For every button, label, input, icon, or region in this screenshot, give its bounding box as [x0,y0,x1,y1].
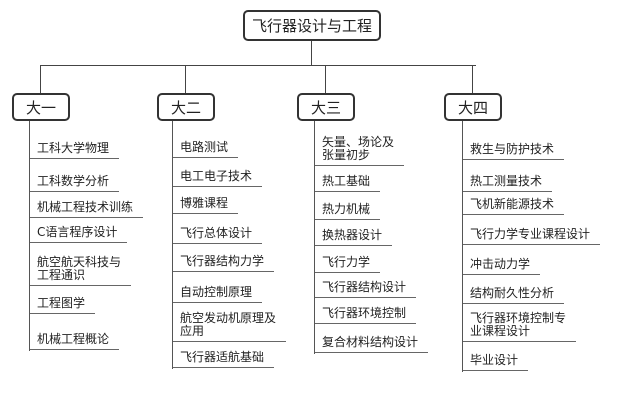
course-item: 飞机新能源技术 [463,192,565,215]
course-item: 机械工程概论 [30,314,120,350]
year-connector [472,65,473,93]
course-item: 矢量、场论及 张量初步 [315,122,405,166]
year-node-1: 大一 [12,93,70,121]
course-item: 结构耐久性分析 [463,275,565,304]
year-connector [40,65,41,93]
course-item: 电路测试 [173,130,239,158]
course-item: 冲击动力学 [463,245,541,275]
course-item: 航空航天科技与 工程通识 [30,243,132,286]
course-item: 工科大学物理 [30,130,120,159]
year-node-3: 大三 [297,93,355,121]
course-item: 飞行器环境控制 [315,298,417,324]
course-item: 工科数学分析 [30,159,120,192]
course-item: 救生与防护技术 [463,130,565,160]
course-item: 博雅课程 [173,187,239,214]
course-item: 航空发动机原理及 应用 [173,303,287,342]
year-node-2: 大二 [157,93,215,121]
course-item: 热工测量技术 [463,160,553,192]
vertical-connector [29,121,30,351]
course-item: 飞行器环境控制专 业课程设计 [463,304,577,342]
year-node-4: 大四 [444,93,502,121]
course-item: 飞行力学 [315,246,381,273]
course-list-year-3: 矢量、场论及 张量初步热工基础热力机械换热器设计飞行力学飞行器结构设计飞行器环境… [314,121,464,381]
vertical-connector [314,121,315,354]
year-connector [185,65,186,93]
root-node-title: 飞行器设计与工程 [243,10,381,41]
course-item: 换热器设计 [315,220,393,246]
course-item: 飞行器适航基础 [173,342,275,368]
course-item: 热工基础 [315,166,381,192]
course-item: 工程图学 [30,286,96,314]
course-item: 自动控制原理 [173,272,263,303]
course-item: 毕业设计 [463,342,529,371]
course-item: 热力机械 [315,192,381,220]
course-item: C语言程序设计 [30,218,128,243]
course-item: 机械工程技术训练 [30,192,144,218]
course-item: 飞行器结构力学 [173,244,275,272]
course-item: 飞行器结构设计 [315,273,417,298]
course-list-year-2: 电路测试电工电子技术博雅课程飞行总体设计飞行器结构力学自动控制原理航空发动机原理… [172,121,322,381]
vertical-connector [462,121,463,372]
year-connector [325,65,326,93]
course-item: 飞行总体设计 [173,214,263,244]
course-item: 飞行力学专业课程设计 [463,215,601,245]
vertical-connector [172,121,173,369]
course-item: 复合材料结构设计 [315,324,429,353]
course-item: 电工电子技术 [173,158,263,187]
course-list-year-4: 救生与防护技术热工测量技术飞机新能源技术飞行力学专业课程设计冲击动力学结构耐久性… [462,121,612,381]
horizontal-connector [40,65,476,66]
root-connector [311,41,312,65]
